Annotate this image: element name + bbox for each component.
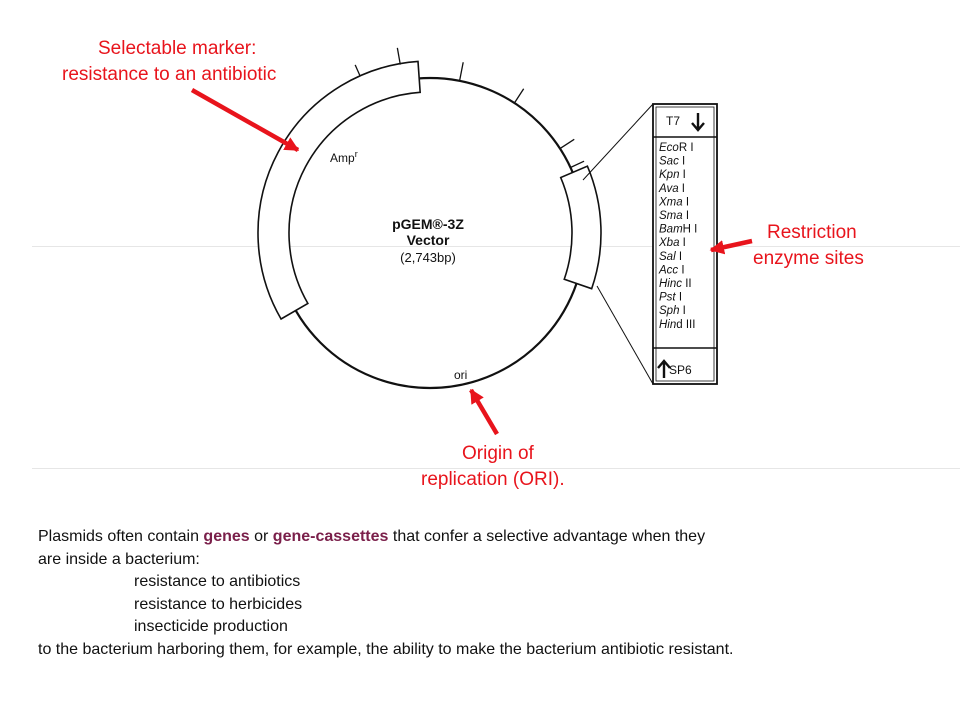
mcs-segment (559, 165, 602, 290)
caption-item-herbicides: resistance to herbicides (134, 595, 303, 613)
caption-item-antibiotics: resistance to antibiotics (134, 573, 301, 590)
mcs-connector-bottom (596, 285, 654, 385)
amp-label: Ampr (330, 149, 358, 165)
caption-text: Plasmids often contain genes or gene-cas… (38, 526, 938, 661)
selectable-marker-title: Selectable marker: (98, 38, 256, 59)
restriction-sites-arrow (709, 238, 753, 255)
t7-promoter-label: T7 (666, 114, 680, 128)
site-tick (458, 62, 464, 81)
vector-word: Vector (407, 232, 450, 248)
amp-gene-band (257, 60, 422, 321)
site-tick (559, 138, 575, 150)
vector-name: pGEM®-3Z (392, 216, 464, 232)
guide-line-top (32, 246, 960, 247)
caption-line-2: are inside a bacterium: (38, 550, 200, 568)
site-tick (354, 64, 361, 77)
arrow-down-icon (691, 113, 705, 132)
restriction-site-item: Pst I (659, 292, 682, 304)
caption-text-part: that confer a selective advantage when t… (388, 528, 706, 545)
restriction-sites-subtitle: enzyme sites (753, 248, 864, 269)
vector-size: (2,743bp) (400, 250, 456, 265)
caption-text-part: or (249, 528, 273, 545)
selectable-marker-arrow (190, 88, 300, 152)
restriction-site-item: Sac I (659, 156, 685, 168)
arrow-up-icon (657, 359, 671, 378)
guide-line-bottom (32, 468, 960, 469)
restriction-site-item: Xma I (658, 196, 689, 208)
origin-title: Origin of (462, 443, 535, 464)
restriction-site-item: Sph I (659, 305, 686, 317)
restriction-site-item: Sma I (659, 210, 689, 222)
restriction-site-item: Kpn I (659, 169, 686, 181)
site-tick (513, 88, 525, 104)
restriction-site-item: EcoR I (659, 142, 694, 154)
origin-arrow (469, 388, 499, 436)
restriction-sites-title: Restriction (767, 222, 857, 243)
genes-highlight: genes (203, 528, 250, 545)
caption-line-6: to the bacterium harboring them, for exa… (38, 640, 734, 658)
restriction-site-item: Hinc II (659, 278, 692, 290)
mcs-connector-top (582, 103, 654, 181)
caption-line-1: Plasmids often contain genes or gene-cas… (38, 526, 938, 549)
restriction-site-item: BamH I (659, 224, 697, 236)
site-tick (570, 160, 585, 169)
site-tick-marks (354, 47, 585, 169)
site-tick (396, 47, 401, 65)
gene-cassettes-highlight: gene-cassettes (272, 528, 389, 545)
restriction-site-item: Sal I (659, 251, 682, 263)
restriction-site-item: Acc I (658, 264, 685, 276)
restriction-site-item: Xba I (658, 237, 686, 249)
amp-superscript: r (355, 149, 358, 159)
ori-label: ori (454, 368, 467, 382)
selectable-marker-subtitle: resistance to an antibiotic (62, 64, 276, 85)
caption-text-part: Plasmids often contain (38, 528, 204, 545)
origin-subtitle: replication (ORI). (421, 469, 565, 490)
restriction-site-item: Ava I (658, 183, 685, 195)
caption-item-insecticide: insecticide production (134, 618, 288, 635)
sp6-promoter-label: SP6 (669, 363, 692, 377)
restriction-site-item: Hind III (659, 319, 695, 331)
